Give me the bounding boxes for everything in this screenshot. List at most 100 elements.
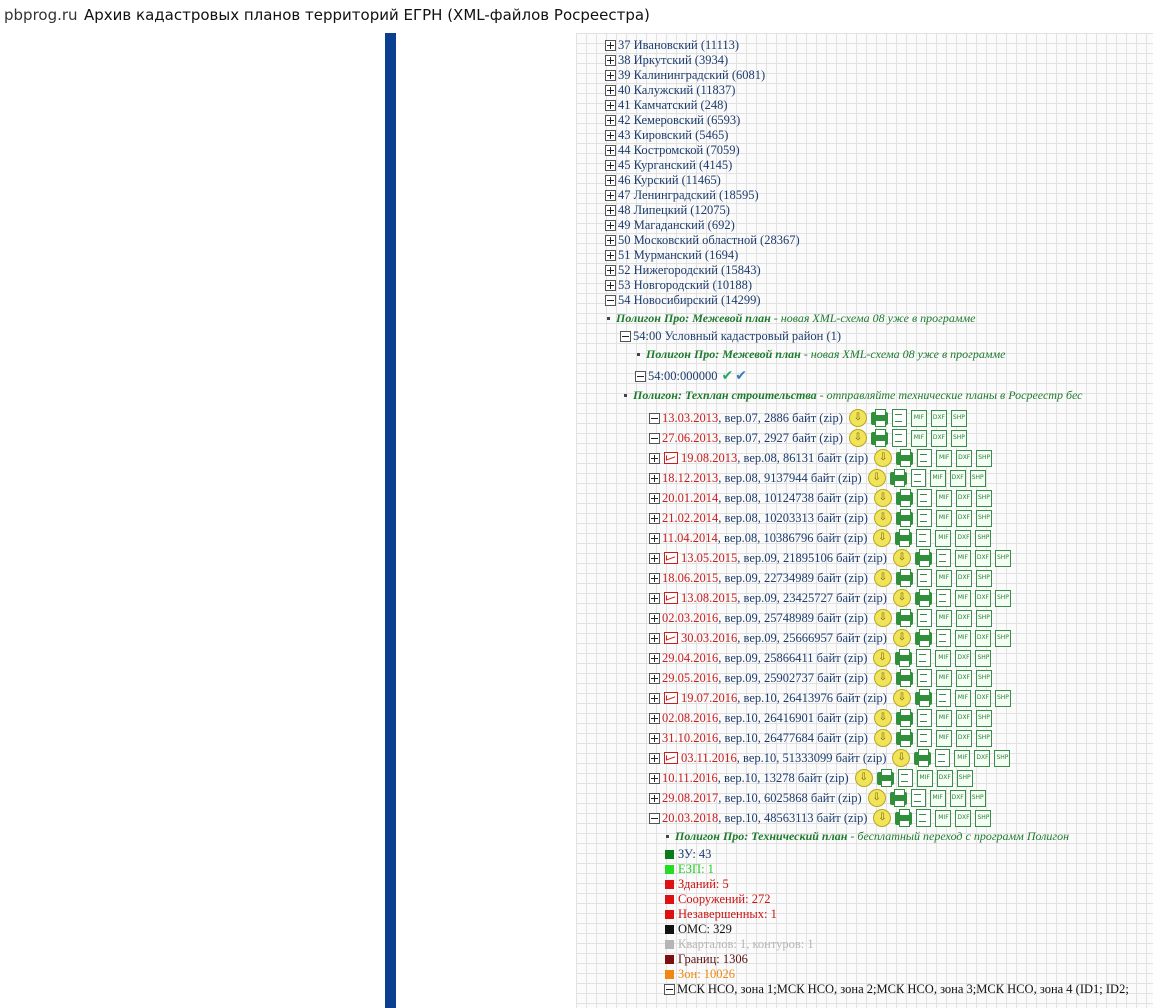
download-icon[interactable]: ⇩	[873, 709, 892, 727]
expand-icon[interactable]	[605, 145, 616, 156]
collapse-icon[interactable]	[649, 412, 660, 424]
expand-icon[interactable]	[605, 85, 616, 96]
legend-label[interactable]: ОМС: 329	[678, 922, 732, 936]
mif-icon[interactable]: MIF	[929, 789, 946, 807]
collapse-icon[interactable]	[620, 331, 631, 342]
shp-icon[interactable]: SHP	[956, 769, 973, 787]
expand-icon[interactable]	[649, 492, 660, 504]
promo-row-2[interactable]: Полигон Про: Межевой план - новая XML-сх…	[637, 347, 1006, 362]
print-icon[interactable]	[889, 468, 907, 487]
download-icon[interactable]: ⇩	[873, 669, 892, 687]
dxf-icon[interactable]: DXF	[955, 809, 972, 827]
print-icon[interactable]	[896, 448, 914, 467]
shp-icon[interactable]: SHP	[994, 549, 1011, 567]
document-icon[interactable]	[916, 649, 932, 667]
mif-icon[interactable]: MIF	[954, 689, 971, 707]
tree-node-region[interactable]: 42 Кемеровский (6593)	[605, 113, 740, 128]
document-icon[interactable]	[916, 809, 932, 827]
print-icon[interactable]	[914, 628, 932, 647]
expand-icon[interactable]	[649, 632, 660, 644]
expand-icon[interactable]	[605, 265, 616, 276]
expand-icon[interactable]	[649, 452, 660, 464]
file-date-link[interactable]: 03.11.2016	[681, 750, 737, 765]
expand-icon[interactable]	[605, 40, 616, 51]
region-label[interactable]: 48 Липецкий (12075)	[618, 203, 730, 217]
file-date-link[interactable]: 19.08.2013	[681, 450, 738, 465]
region-label[interactable]: 37 Ивановский (11113)	[618, 38, 740, 52]
expand-icon[interactable]	[649, 652, 660, 664]
shp-icon[interactable]: SHP	[975, 609, 992, 627]
dxf-icon[interactable]: DXF	[949, 469, 966, 487]
legend-item[interactable]: Кварталов: 1, контуров: 1	[665, 937, 814, 952]
shp-icon[interactable]: SHP	[975, 709, 992, 727]
region-label[interactable]: 38 Иркутский (3934)	[618, 53, 729, 67]
expand-icon[interactable]	[649, 732, 660, 744]
file-row[interactable]: 20.03.2018, вер.10, 48563113 байт (zip)⇩…	[649, 808, 992, 827]
shp-icon[interactable]: SHP	[975, 669, 992, 687]
download-icon[interactable]: ⇩	[873, 729, 892, 747]
expand-icon[interactable]	[649, 792, 660, 804]
shp-icon[interactable]: SHP	[994, 629, 1011, 647]
print-icon[interactable]	[876, 768, 894, 787]
mif-icon[interactable]: MIF	[935, 809, 952, 827]
document-icon[interactable]	[935, 629, 951, 647]
download-icon[interactable]: ⇩	[854, 769, 873, 787]
promo-title[interactable]: Полигон: Техплан строительства	[633, 388, 817, 402]
print-icon[interactable]	[914, 688, 932, 707]
quarter-label[interactable]: 54:00:000000	[648, 369, 718, 383]
file-row[interactable]: 18.06.2015, вер.09, 22734989 байт (zip)⇩…	[649, 568, 992, 587]
expand-icon[interactable]	[605, 250, 616, 261]
tree-node-region[interactable]: 45 Курганский (4145)	[605, 158, 732, 173]
file-row[interactable]: 29.05.2016, вер.09, 25902737 байт (zip)⇩…	[649, 668, 992, 687]
shp-icon[interactable]: SHP	[994, 689, 1011, 707]
download-icon[interactable]: ⇩	[848, 429, 867, 447]
dxf-icon[interactable]: DXF	[955, 509, 972, 527]
dxf-icon[interactable]: DXF	[956, 449, 973, 467]
collapse-icon[interactable]	[649, 812, 660, 824]
file-date-link[interactable]: 13.08.2015	[681, 590, 738, 605]
download-icon[interactable]: ⇩	[873, 649, 892, 667]
tree-node-region[interactable]: 43 Кировский (5465)	[605, 128, 728, 143]
expand-icon[interactable]	[649, 472, 660, 484]
tree-node-region[interactable]: 46 Курский (11465)	[605, 173, 721, 188]
download-icon[interactable]: ⇩	[873, 609, 892, 627]
mif-icon[interactable]: MIF	[935, 669, 952, 687]
print-icon[interactable]	[895, 648, 913, 667]
tree-node-region[interactable]: 53 Новгородский (10188)	[605, 278, 752, 293]
expand-icon[interactable]	[605, 160, 616, 171]
collapse-icon[interactable]	[649, 432, 660, 444]
file-row[interactable]: 20.01.2014, вер.08, 10124738 байт (zip)⇩…	[649, 488, 992, 507]
mif-icon[interactable]: MIF	[935, 529, 952, 547]
document-icon[interactable]	[910, 469, 926, 487]
print-icon[interactable]	[889, 788, 907, 807]
region-label[interactable]: 41 Камчатский (248)	[618, 98, 728, 112]
file-date-link[interactable]: 13.05.2015	[681, 550, 738, 565]
collapse-icon[interactable]	[635, 371, 646, 382]
file-date-link[interactable]: 02.03.2016	[662, 610, 719, 625]
shp-icon[interactable]: SHP	[969, 789, 986, 807]
promo-row-1[interactable]: Полигон Про: Межевой план - новая XML-сх…	[607, 311, 976, 326]
file-date-link[interactable]: 29.05.2016	[662, 670, 719, 685]
promo-row-3[interactable]: Полигон: Техплан строительства - отправл…	[624, 388, 1083, 403]
region-label[interactable]: 52 Нижегородский (15843)	[618, 263, 761, 277]
expand-icon[interactable]	[605, 280, 616, 291]
file-row[interactable]: 13.05.2015, вер.09, 21895106 байт (zip)⇩…	[649, 548, 1011, 567]
download-icon[interactable]: ⇩	[892, 629, 911, 647]
expand-icon[interactable]	[649, 572, 660, 584]
legend-label[interactable]: Кварталов: 1, контуров: 1	[678, 937, 814, 951]
document-icon[interactable]	[916, 569, 932, 587]
dxf-icon[interactable]: DXF	[955, 729, 972, 747]
file-date-link[interactable]: 27.06.2013	[662, 430, 719, 445]
legend-label[interactable]: Сооружений: 272	[678, 892, 771, 906]
print-icon[interactable]	[870, 428, 888, 447]
region-label[interactable]: 44 Костромской (7059)	[618, 143, 740, 157]
document-icon[interactable]	[917, 449, 933, 467]
tree-node-region[interactable]: 44 Костромской (7059)	[605, 143, 740, 158]
mif-icon[interactable]: MIF	[935, 609, 952, 627]
expand-icon[interactable]	[605, 190, 616, 201]
tree-node-region[interactable]: 49 Магаданский (692)	[605, 218, 735, 233]
expand-icon[interactable]	[605, 220, 616, 231]
mif-icon[interactable]: MIF	[935, 649, 952, 667]
dxf-icon[interactable]: DXF	[955, 669, 972, 687]
shp-icon[interactable]: SHP	[950, 429, 967, 447]
